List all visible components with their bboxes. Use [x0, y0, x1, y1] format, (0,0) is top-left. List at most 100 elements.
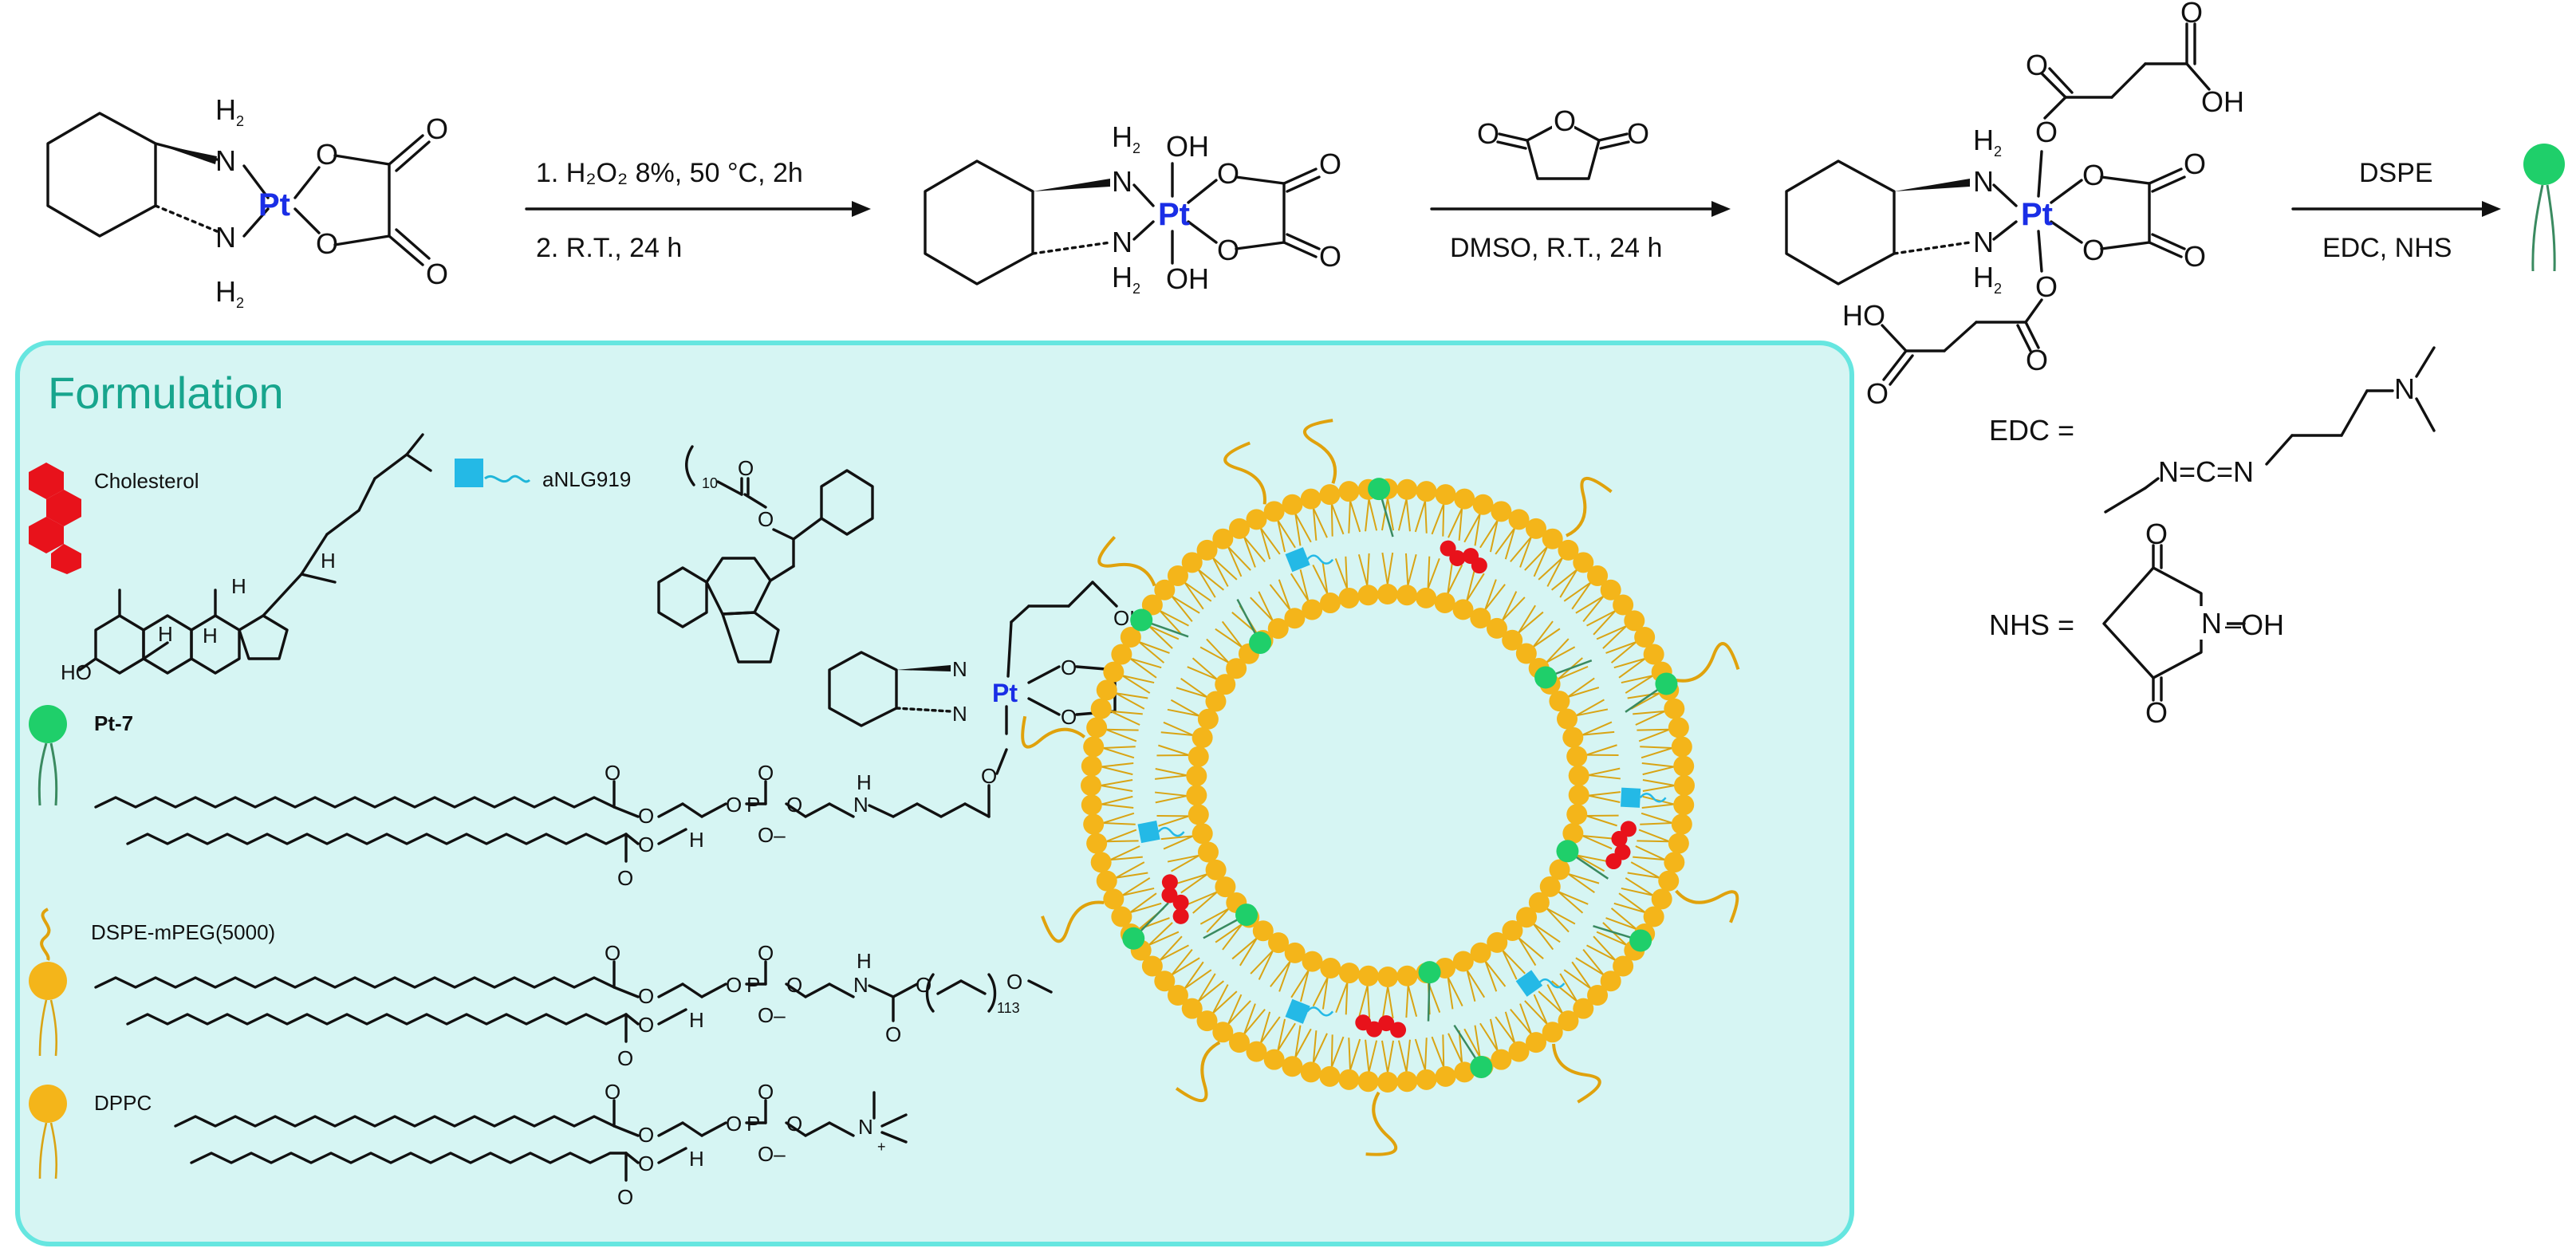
lipid-tail	[1504, 1011, 1516, 1044]
lipid-head	[1154, 579, 1176, 600]
lipid-head	[1282, 1056, 1303, 1077]
lipid-head	[1252, 920, 1274, 942]
oxygen-label: O	[786, 973, 802, 997]
lipid-tail	[1171, 596, 1193, 622]
lipid-head	[1396, 1071, 1418, 1093]
lipid-tail	[1159, 609, 1189, 627]
lipid-tail	[1489, 1018, 1499, 1051]
lipid-head	[1319, 593, 1341, 614]
cholesterol-molecule	[1355, 1014, 1407, 1038]
lipid-tail	[1167, 854, 1199, 863]
h-label: H	[158, 622, 173, 646]
lipid-head	[1377, 1072, 1398, 1093]
lipid-tail	[1321, 561, 1329, 594]
lipid-tail	[1484, 579, 1497, 610]
step2-condition: DMSO, R.T., 24 h	[1450, 233, 1662, 263]
acyl-chain	[174, 1115, 616, 1128]
edc-structure: EDC = N=C=N N	[1989, 346, 2436, 514]
lipid-tail	[1533, 994, 1548, 1025]
lipid-tail	[1211, 557, 1229, 587]
lipid-tail	[1610, 908, 1637, 930]
h-label: H	[1112, 261, 1132, 293]
h-label: H	[857, 770, 872, 794]
lipid-head	[1600, 579, 1621, 600]
lipid-head	[1587, 985, 1609, 1006]
lipid-head	[1454, 488, 1475, 510]
lipid-tail	[1211, 984, 1229, 1014]
lipid-tail	[1192, 891, 1218, 914]
lipid-tail	[1115, 692, 1145, 710]
anlg919-structure: 10 O O	[657, 445, 874, 663]
lipid-head	[1528, 892, 1550, 913]
oxygen-label: O	[2035, 270, 2058, 303]
lipid-head	[1508, 1041, 1530, 1062]
lipid-head	[1558, 1010, 1579, 1032]
h2-subscript: 2	[1994, 144, 2002, 159]
lipid-head	[1549, 691, 1570, 712]
lipid-head	[1263, 1049, 1285, 1070]
lipid-tail	[1258, 591, 1274, 621]
reaction-arrow-2: O O O DMSO, R.T., 24 h	[1430, 104, 1731, 263]
lipid-tail	[1625, 877, 1654, 896]
lipid-tail	[1576, 708, 1609, 717]
lipid-tail	[1159, 935, 1183, 961]
cholesterol-ring	[1378, 1015, 1395, 1032]
lipid-tail	[1105, 728, 1137, 742]
dppc-legend: DPPC O O O	[29, 1080, 908, 1209]
lipid-tail	[1567, 873, 1595, 893]
lipid-tail	[1642, 785, 1676, 793]
lipid-head	[1434, 592, 1455, 613]
lipid-head	[1267, 618, 1289, 640]
lipid-tail	[1215, 628, 1243, 648]
h-label: H	[215, 275, 236, 308]
lipid-tail	[1294, 513, 1312, 543]
lipid-tail	[1155, 768, 1188, 777]
lipid-tail	[1581, 730, 1615, 736]
lipid-head	[1573, 552, 1594, 573]
lipid-head	[1319, 1065, 1341, 1087]
oxygen-label: O	[2026, 344, 2048, 376]
lipid-tail	[1115, 692, 1148, 699]
h2-subscript: 2	[1132, 140, 1140, 156]
dicarboxy-platinum-structure: N H 2 N H 2 Pt O O O O O O O O OH O HO O	[1785, 0, 2244, 410]
liposome-illustration	[1021, 419, 1740, 1156]
lipid-tail	[1180, 873, 1208, 894]
lipid-head	[1515, 643, 1537, 664]
oxygen-label: O	[2145, 518, 2168, 550]
lipid-head	[1416, 481, 1437, 502]
lipid-head	[1671, 736, 1692, 758]
lipid-tail	[1312, 564, 1329, 595]
lipid-tail	[1358, 985, 1369, 1018]
phosphorus-label: P	[746, 1112, 760, 1136]
lipid-head	[1566, 746, 1588, 767]
h-label: H	[1112, 120, 1132, 153]
anlg919-molecule	[1515, 970, 1543, 997]
lipid-tail	[1277, 1018, 1286, 1051]
oxygen-label: O	[2035, 116, 2058, 148]
hydroxyl-top: OH	[1166, 130, 1209, 163]
oxygen-label: O	[981, 764, 997, 788]
lipid-tail	[1427, 556, 1431, 589]
lipid-head	[1539, 876, 1561, 897]
lipid-tail	[1484, 584, 1506, 611]
oxygen-label: O	[617, 1185, 633, 1209]
peg-chain	[1175, 1041, 1221, 1103]
lipid-head	[1103, 661, 1125, 683]
lipid-tail	[1447, 561, 1454, 594]
lipid-tail	[1345, 982, 1349, 1015]
lipid-tail	[1463, 1028, 1481, 1058]
amine-n-bottom: N	[215, 221, 236, 254]
h-label: H	[231, 574, 246, 598]
lipid-head	[1613, 594, 1634, 616]
lipid-tail	[1335, 982, 1349, 1014]
lipid-tail	[1593, 610, 1617, 636]
lipid-tail	[1585, 815, 1617, 827]
cholesterol-ring	[1161, 887, 1178, 904]
lipid-tail	[1510, 1008, 1532, 1035]
h2-subscript: 2	[236, 295, 244, 311]
lipid-head	[1083, 813, 1105, 835]
lipid-tail	[1102, 812, 1135, 824]
lipid-head	[1154, 971, 1176, 992]
anlg919-molecule	[1621, 787, 1641, 808]
oxygen-label: O	[726, 1112, 742, 1136]
